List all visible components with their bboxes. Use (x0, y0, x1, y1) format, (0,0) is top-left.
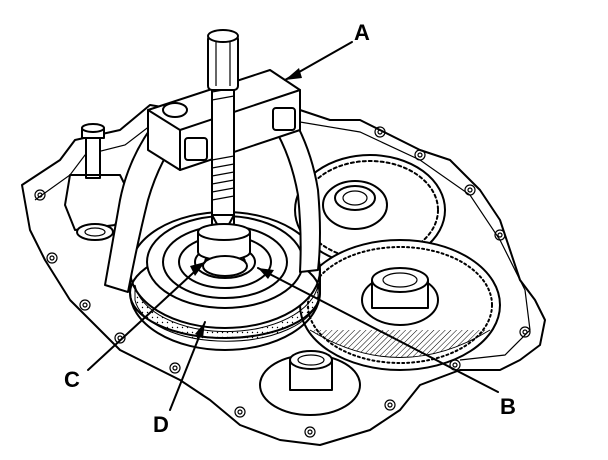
large-gear (299, 239, 501, 371)
upper-gear (294, 154, 446, 266)
callout-b-label: B (500, 394, 516, 419)
leader-lines (87, 41, 499, 411)
callout-d-label: D (153, 412, 169, 437)
callout-a-label: A (354, 20, 370, 45)
bottom-bearing (259, 350, 361, 416)
puller-tool (104, 29, 321, 293)
callout-c-label: C (64, 367, 80, 392)
